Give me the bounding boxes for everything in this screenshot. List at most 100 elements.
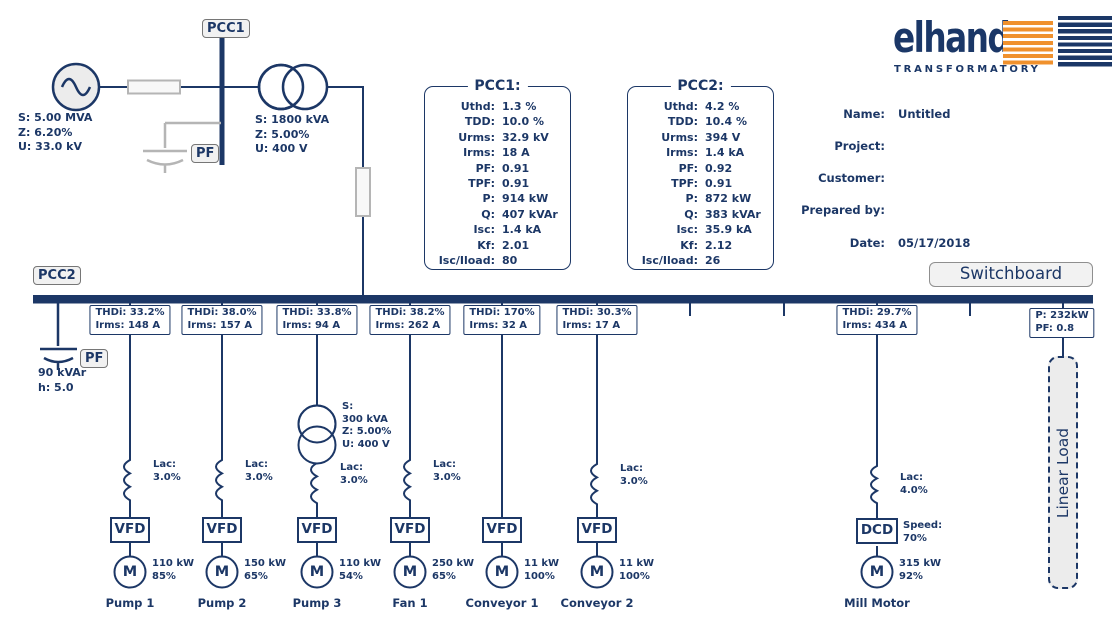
- cable-impedance-icon[interactable]: [355, 167, 371, 217]
- row-value: 0.92: [705, 161, 733, 175]
- row-label: TDD:: [464, 115, 495, 129]
- row-label: Isc/Iload:: [641, 254, 698, 268]
- feeder-name-pump-3: Pump 3: [292, 596, 342, 610]
- row-value: 383 kVAr: [705, 207, 761, 221]
- motor-icon[interactable]: [205, 555, 239, 589]
- capacitor-icon[interactable]: [40, 303, 77, 370]
- transformer-wires: [224, 86, 364, 296]
- row-value: 407 kVAr: [502, 207, 558, 221]
- motor-icon[interactable]: [860, 555, 894, 589]
- vfd-pump-2[interactable]: VFD: [202, 517, 242, 543]
- feeder-name-fan-1: Fan 1: [392, 596, 428, 610]
- motor-letter: M: [309, 564, 325, 580]
- row-value: 2.12: [705, 238, 733, 252]
- row-label: Kf:: [477, 238, 495, 252]
- row-label: PF:: [678, 161, 698, 175]
- motor-icon[interactable]: [300, 555, 334, 589]
- row-label: Isc/Iload:: [438, 254, 495, 268]
- row-label: PF:: [475, 161, 495, 175]
- vfd-pump-3[interactable]: VFD: [297, 517, 337, 543]
- row-value: 1.4 kA: [502, 223, 542, 237]
- cable-impedance-icon[interactable]: [127, 79, 181, 95]
- motor-letter: M: [869, 564, 885, 580]
- row-value: 10.4 %: [705, 115, 747, 129]
- vfd-conveyor-1[interactable]: VFD: [482, 517, 522, 543]
- reactor-label-pump-3: Lac:3.0%: [340, 462, 368, 486]
- feeder-line-fan-1[interactable]: [403, 300, 413, 557]
- linear-load-label: Linear Load: [1054, 427, 1072, 518]
- pcc2-info-panel: PCC2: Uthd:4.2 % TDD:10.4 % Urms:394 V I…: [627, 78, 774, 270]
- switchboard-button[interactable]: Switchboard: [929, 262, 1093, 287]
- row-label: Urms:: [661, 130, 698, 144]
- lv-busbar[interactable]: [33, 295, 1093, 304]
- row-label: Q:: [481, 207, 495, 221]
- info-label-prepared-by: Prepared by:: [801, 203, 885, 217]
- pump3-transformer-icon[interactable]: [297, 404, 337, 465]
- logo-stripes-orange-icon: [1003, 21, 1053, 66]
- feeder-line-pump-1[interactable]: [123, 300, 133, 557]
- row-label: TPF:: [468, 177, 495, 191]
- motor-letter: M: [494, 564, 510, 580]
- row-label: Irms:: [463, 146, 495, 160]
- brand-logo: elhand: [893, 14, 1042, 62]
- motor-icon[interactable]: [580, 555, 614, 589]
- pcc2-tag[interactable]: PCC2: [33, 266, 81, 285]
- motor-letter: M: [589, 564, 605, 580]
- feeder-name-conveyor-1: Conveyor 1: [465, 596, 539, 610]
- row-value: 394 V: [705, 130, 741, 144]
- vfd-pump-1[interactable]: VFD: [110, 517, 150, 543]
- logo-wordmark: elhand: [893, 13, 1011, 62]
- motor-icon[interactable]: [113, 555, 147, 589]
- motor-icon[interactable]: [393, 555, 427, 589]
- row-value: 18 A: [502, 146, 530, 160]
- info-value-date[interactable]: 05/17/2018: [898, 236, 971, 250]
- feeder-name-pump-2: Pump 2: [197, 596, 247, 610]
- pcc1-tag[interactable]: PCC1: [202, 19, 250, 38]
- motor-icon[interactable]: [485, 555, 519, 589]
- main-transformer-icon[interactable]: [257, 63, 329, 111]
- logo-tagline: TRANSFORMATORY: [894, 64, 1041, 75]
- row-value: 10.0 %: [502, 115, 544, 129]
- info-value-name[interactable]: Untitled: [898, 107, 951, 121]
- row-value: 32.9 kV: [502, 130, 549, 144]
- row-label: Urms:: [458, 130, 495, 144]
- pf-tag-mv[interactable]: PF: [191, 144, 220, 163]
- feeder-measurement-fan-1: THDi: 38.2%Irms: 262 A: [369, 305, 451, 335]
- pump3-transformer-parameters: S:300 kVA Z: 5.00%U: 400 V: [342, 401, 392, 450]
- logo-stripes-navy-icon: [1058, 16, 1112, 68]
- row-label: TPF:: [671, 177, 698, 191]
- row-value: 872 kW: [705, 192, 752, 206]
- info-label-customer: Customer:: [818, 171, 885, 185]
- feeder-line-mill-motor[interactable]: [870, 300, 880, 557]
- feeder-measurement-pump-1: THDi: 33.2%Irms: 148 A: [89, 305, 171, 335]
- vfd-fan-1[interactable]: VFD: [390, 517, 430, 543]
- pcc1-info-panel: PCC1: Uthd:1.3 % TDD:10.0 % Urms:32.9 kV…: [424, 78, 571, 270]
- feeder-name-mill-motor: Mill Motor: [844, 596, 910, 610]
- row-label: Uthd:: [663, 100, 698, 113]
- row-value: 1.3 %: [502, 100, 537, 113]
- row-label: Uthd:: [460, 100, 495, 113]
- row-label: Kf:: [680, 238, 698, 252]
- row-label: P:: [482, 192, 495, 206]
- sine-wave-icon: [60, 77, 92, 97]
- feeder-line-conveyor-2[interactable]: [590, 300, 600, 557]
- linear-load-block[interactable]: Linear Load: [1048, 356, 1078, 589]
- pf-tag-lv[interactable]: PF: [80, 349, 109, 368]
- power-source-icon[interactable]: [51, 62, 101, 112]
- capacitor-icon[interactable]: [143, 121, 221, 173]
- feeder-line-pump-2[interactable]: [215, 300, 225, 557]
- vfd-conveyor-2[interactable]: VFD: [577, 517, 617, 543]
- dcd-mill-motor[interactable]: DCD: [856, 518, 898, 544]
- reactor-label-conveyor-2: Lac:3.0%: [620, 463, 648, 487]
- info-label-name: Name:: [843, 107, 885, 121]
- pcc1-panel-rows: Uthd: 1.3 % TDD: 10.0 % Urms: 32.9 kV Irms:…: [425, 99, 570, 268]
